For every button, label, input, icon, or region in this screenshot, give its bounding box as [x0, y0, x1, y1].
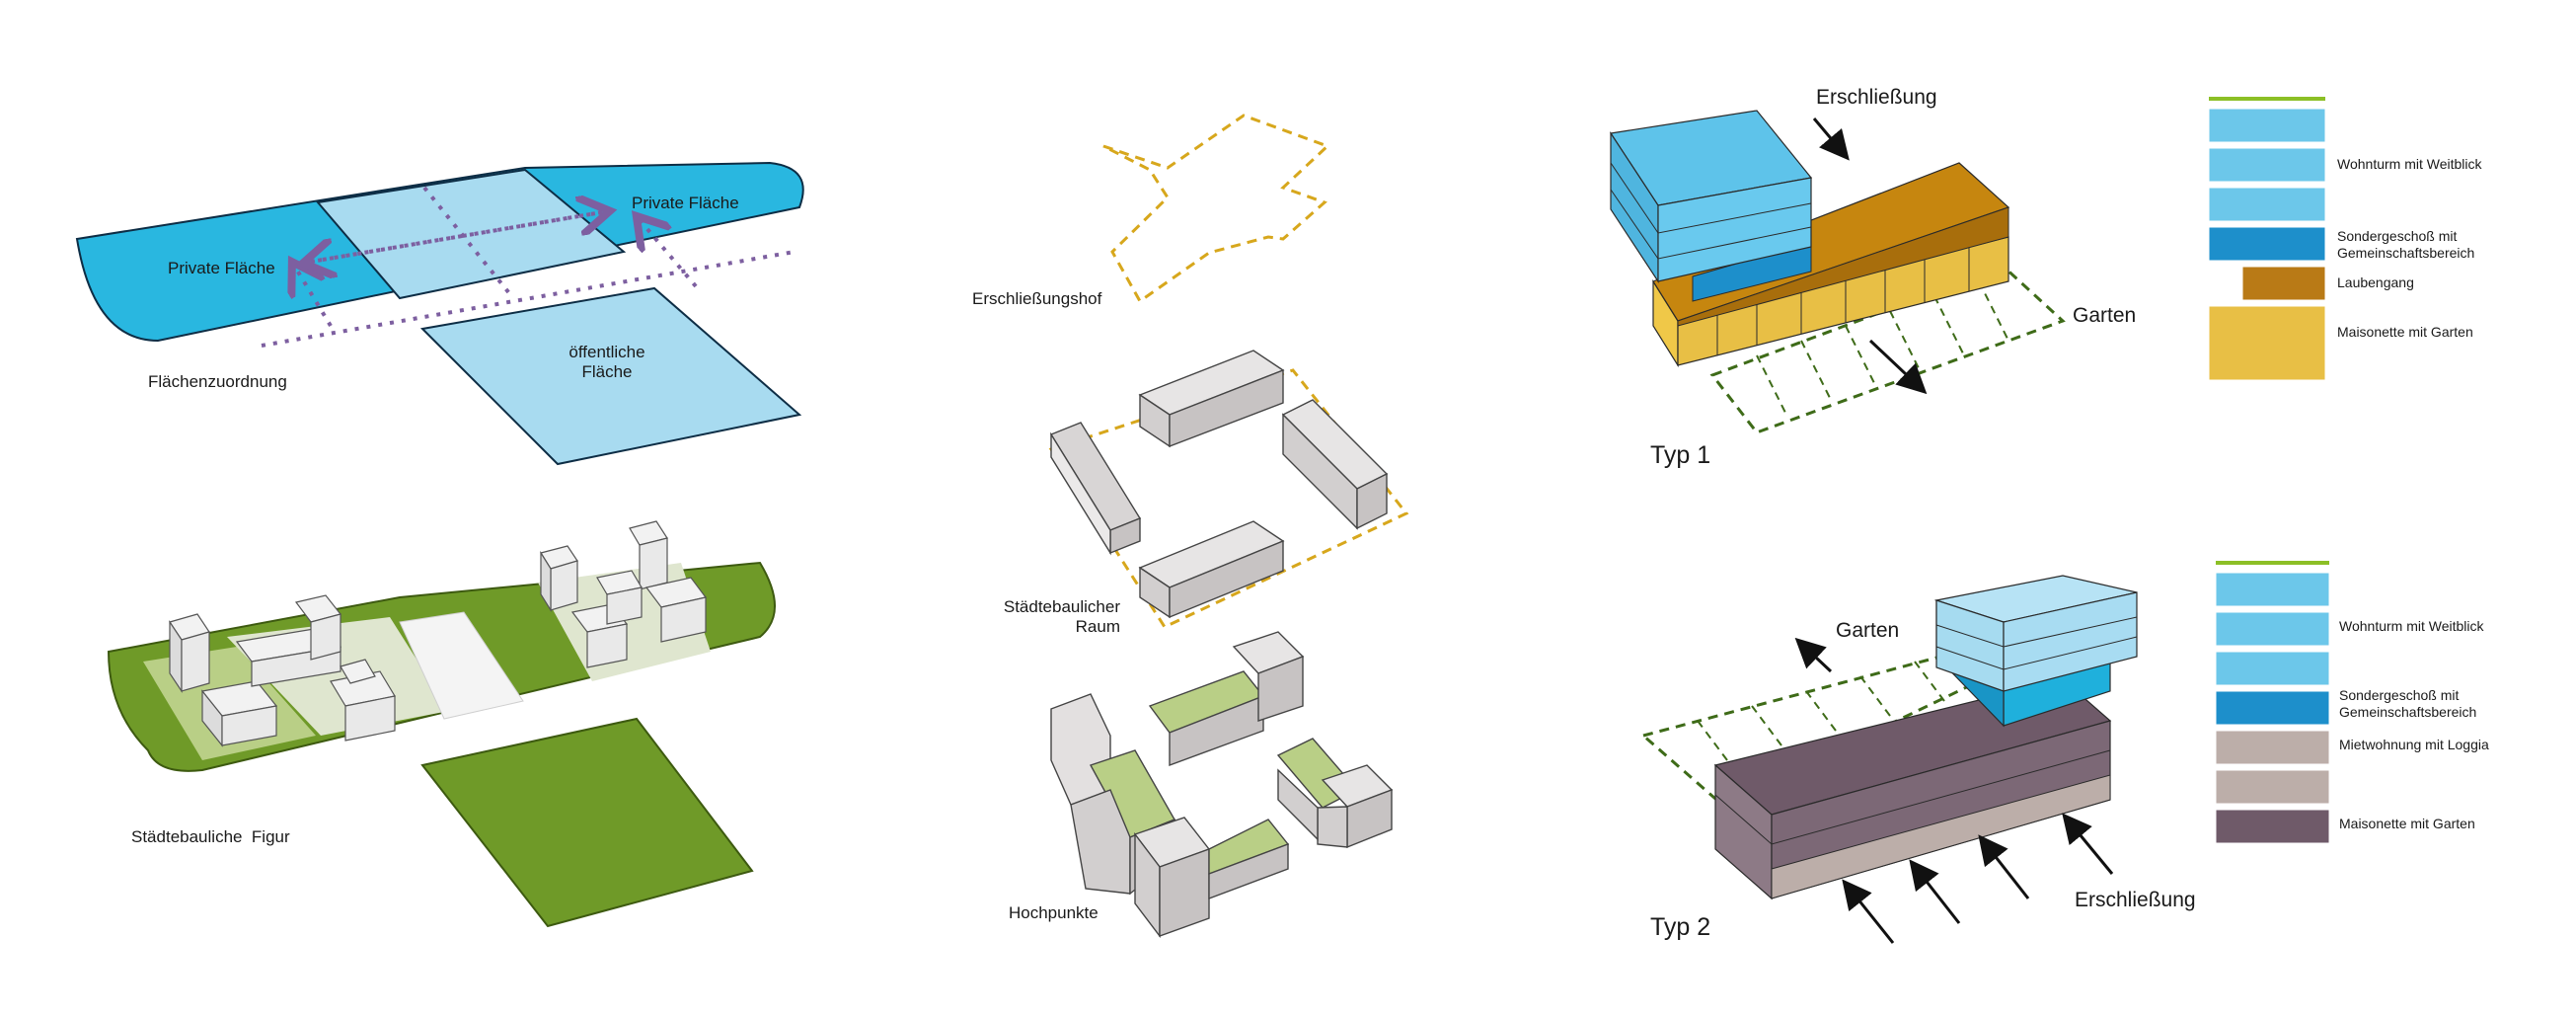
public-area-label-line1: öffentliche — [568, 343, 645, 361]
central-square — [399, 611, 524, 720]
typ2-legend-sonder-line1: Sondergeschoß mit — [2339, 687, 2460, 703]
typ2-access-arrow-3 — [1978, 834, 2030, 899]
typ1-legend-swatch-tower-3 — [2208, 187, 2326, 222]
typ1-title: Typ 1 — [1650, 441, 1711, 469]
typ1-legend-maisonette: Maisonette mit Garten — [2337, 324, 2473, 340]
typ2-legend-sonder: Sondergeschoß mit Gemeinschaftsbereich — [2339, 687, 2476, 721]
staedtebaulicher-raum-line1: Städtebaulicher — [1003, 597, 1120, 616]
typ1-diagram — [1609, 97, 2326, 434]
typ1-legend-swatch-sonder — [2208, 226, 2326, 262]
flaechenzuordnung-diagram — [75, 161, 804, 466]
typ2-title: Typ 2 — [1650, 913, 1711, 941]
typ1-legend-swatch-tower-2 — [2208, 147, 2326, 183]
typ2-legend-swatch-maisonette — [2215, 809, 2330, 844]
hochpunkte-title: Hochpunkte — [1009, 903, 1099, 922]
typ2-mietwohnung — [1771, 774, 2111, 899]
typ1-access-arrow — [1812, 117, 1850, 161]
typ2-garden-label: Garten — [1836, 619, 1900, 642]
private-area-label-left: Private Fläche — [168, 259, 275, 277]
typ2-legend-swatch-tower-3 — [2215, 651, 2330, 686]
typ1-legend-tower: Wohnturm mit Weitblick — [2337, 156, 2482, 172]
public-area-square — [419, 286, 802, 466]
staedtebaulicher-raum-diagram — [1048, 350, 1409, 629]
path-arrow-right-up — [642, 222, 698, 288]
typ2-legend-sonder-line2: Gemeinschaftsbereich — [2339, 704, 2477, 720]
hochpunkte-diagram — [1050, 631, 1394, 939]
public-path-line — [261, 250, 796, 348]
path-arrow-right — [310, 212, 602, 264]
staedtebaulicher-raum-line2: Raum — [1075, 617, 1120, 636]
typ2-garden-arrow — [1794, 637, 1833, 673]
typ1-legend-laubengang: Laubengang — [2337, 274, 2414, 290]
typ2-legend-swatch-tower-1 — [2215, 572, 2330, 607]
typ2-legend-tower: Wohnturm mit Weitblick — [2339, 618, 2484, 634]
green-area-square — [420, 717, 754, 928]
typ2-access-arrow-2 — [1909, 859, 1961, 924]
private-area-label-right: Private Fläche — [632, 194, 739, 212]
typ2-legend-swatch-tower-2 — [2215, 611, 2330, 647]
hochpunkt-left-tower — [1050, 693, 1111, 806]
typ2-legend-swatch-sonder — [2215, 690, 2330, 726]
buildings-left — [169, 594, 396, 747]
staedtebaulicher-raum-title: Städtebaulicher Raum — [972, 597, 1120, 637]
typ2-legend-maisonette: Maisonette mit Garten — [2339, 816, 2475, 831]
typ1-legend-swatch-tower-1 — [2208, 108, 2326, 143]
typ2-access-arrow-1 — [1842, 879, 1895, 944]
flaechenzuordnung-title: Flächenzuordnung — [148, 372, 287, 391]
erschliessungshof-outline — [1102, 114, 1330, 304]
staedtebauliche-figur-diagram — [107, 520, 776, 928]
buildings-right — [540, 520, 708, 668]
typ1-garden-arrow — [1868, 339, 1928, 395]
typ2-legend-swatch-miet-2 — [2215, 769, 2330, 805]
typ1-legend-sonder-line1: Sondergeschoß mit — [2337, 228, 2458, 244]
typ2-access-arrow-4 — [2062, 813, 2114, 875]
typ1-legend-sonder-line2: Gemeinschaftsbereich — [2337, 245, 2475, 261]
typ1-legend-sonder: Sondergeschoß mit Gemeinschaftsbereich — [2337, 228, 2474, 262]
typ2-legend-swatch-miet-1 — [2215, 730, 2330, 765]
erschliessungshof-diagram — [1102, 114, 1330, 304]
typ1-legend-swatch-maisonette — [2208, 305, 2326, 381]
typ1-legend-swatch-laubengang — [2241, 266, 2326, 301]
typ2-diagram — [1639, 561, 2330, 944]
typ2-access-label: Erschließung — [2075, 889, 2196, 911]
public-area-label: öffentliche Fläche — [548, 343, 666, 382]
staedtebauliche-figur-title: Städtebauliche Figur — [131, 827, 290, 846]
typ1-garden-label: Garten — [2073, 304, 2137, 327]
public-area-label-line2: Fläche — [581, 362, 633, 381]
typ1-access-label: Erschließung — [1816, 86, 1937, 109]
erschliessungshof-title: Erschließungshof — [972, 289, 1102, 308]
path-arrow-left — [311, 210, 603, 262]
typ2-legend-mietwohnung: Mietwohnung mit Loggia — [2339, 737, 2489, 752]
